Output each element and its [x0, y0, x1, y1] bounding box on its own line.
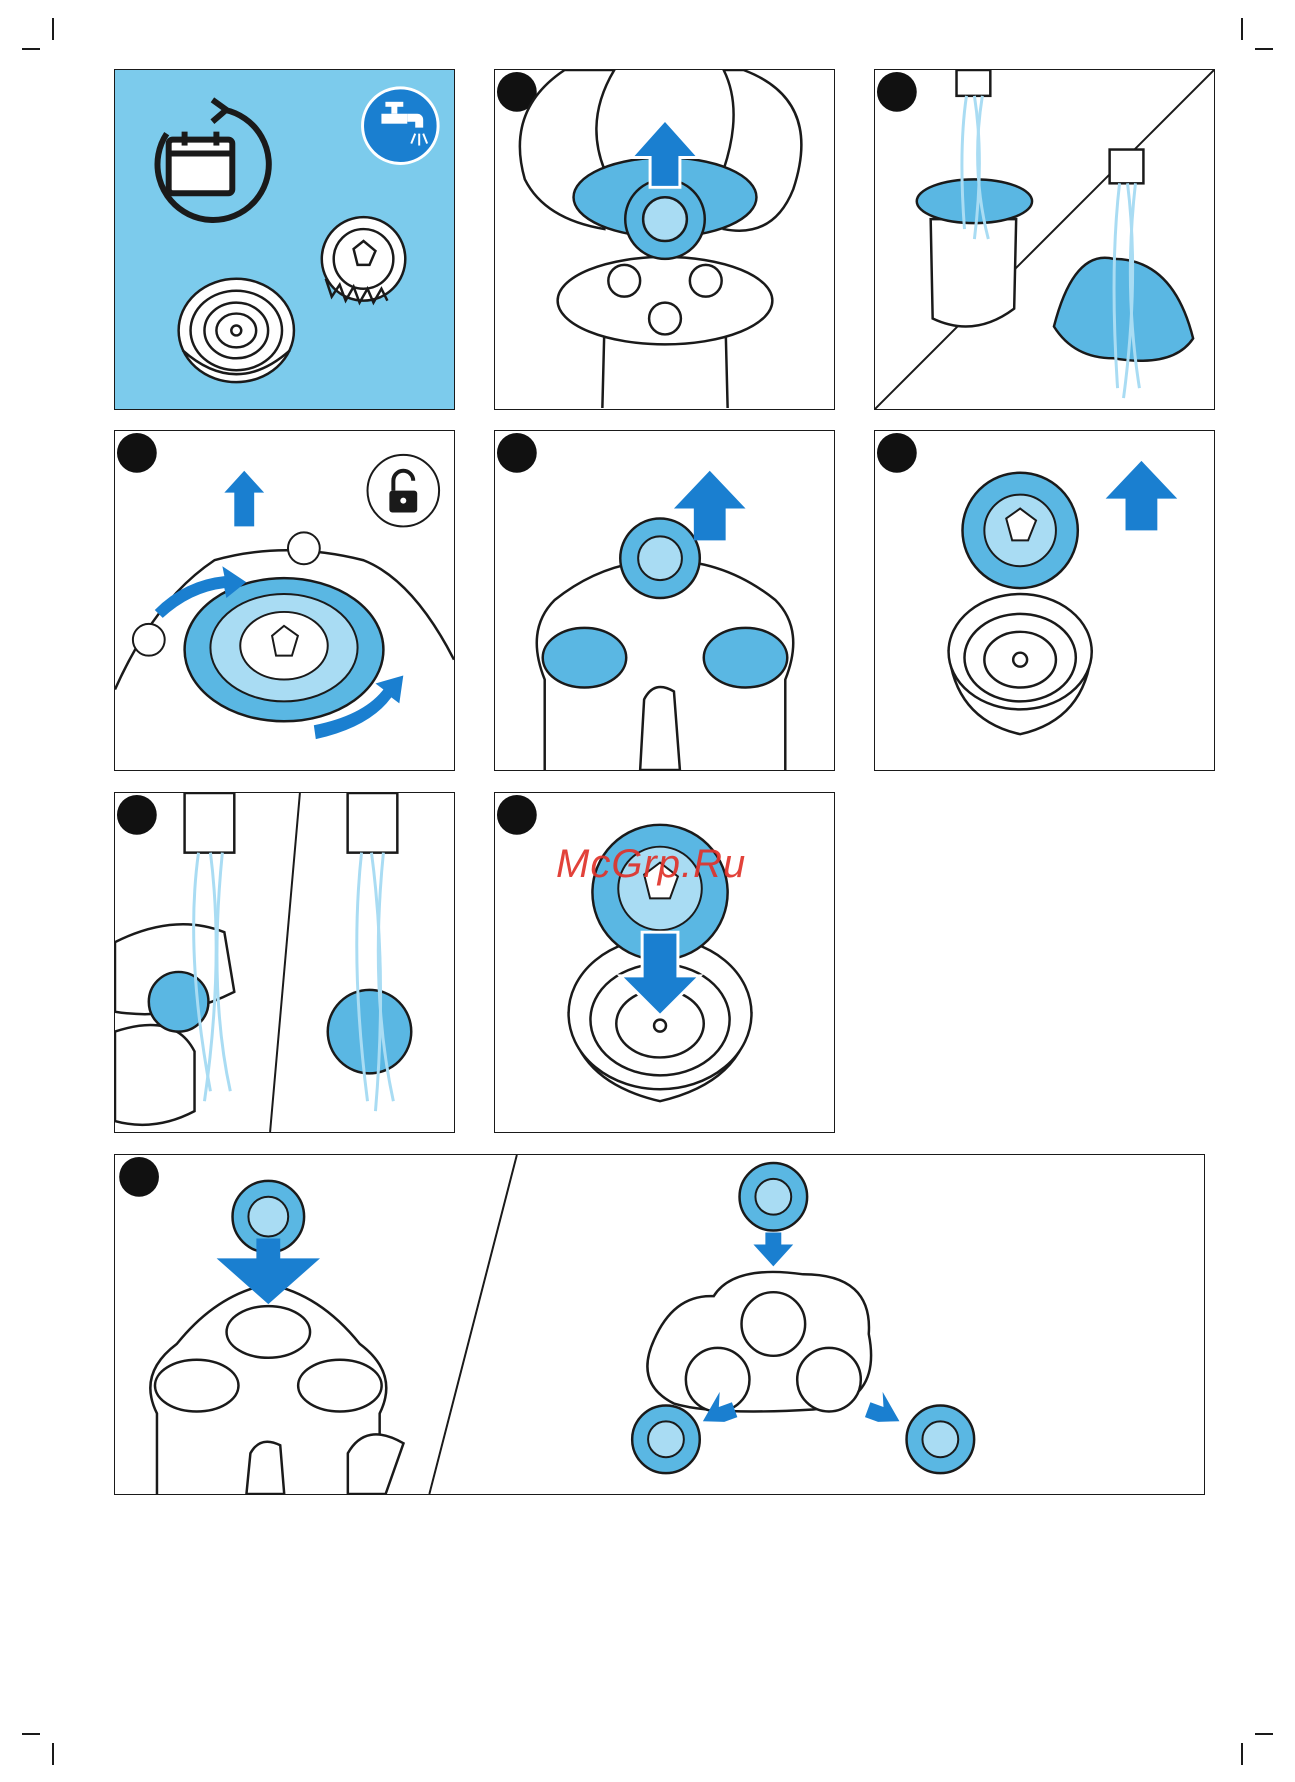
- calendar-refresh-icon: [157, 100, 268, 220]
- panel-separate-cutter: [874, 430, 1215, 771]
- crop-mark: [1241, 1743, 1243, 1765]
- panel-place-heads: [114, 1154, 1205, 1495]
- panel-intro: [114, 69, 455, 410]
- shaving-unit-top-view: [647, 1272, 871, 1412]
- step-bullet: [497, 795, 537, 835]
- step-7-illustration: [495, 793, 834, 1132]
- down-arrow-icon: [217, 1239, 320, 1305]
- step-bullet: [877, 433, 917, 473]
- step-bullet: [117, 433, 157, 473]
- crop-mark: [1255, 1733, 1273, 1735]
- step-2-illustration: [875, 70, 1214, 409]
- step-1-illustration: [495, 70, 834, 409]
- panel-unlock-retaining-frame: [114, 430, 455, 771]
- step-4-illustration: [495, 431, 834, 770]
- step-bullet: [119, 1157, 159, 1197]
- step-6-illustration: [115, 793, 454, 1132]
- up-arrow-icon: [1106, 461, 1178, 531]
- down-arrow-icon: [753, 1233, 793, 1267]
- crop-mark: [22, 1733, 40, 1735]
- step-5-illustration: [875, 431, 1214, 770]
- crop-mark: [22, 48, 40, 50]
- shaving-head-part: [740, 1163, 808, 1231]
- faucet-icon: [363, 88, 439, 164]
- intro-illustration: [115, 70, 454, 409]
- shaving-head-illustration: [179, 279, 294, 382]
- panel-remove-shaving-unit: [494, 69, 835, 410]
- panel-remove-shaving-head: [494, 430, 835, 771]
- step-bullet: [117, 795, 157, 835]
- shaving-head-part: [632, 1406, 700, 1474]
- insert-arrow-icon: [865, 1389, 907, 1429]
- panel-rinse-parts: [114, 792, 455, 1133]
- shaving-head-part: [907, 1406, 975, 1474]
- crop-mark: [1255, 48, 1273, 50]
- step-3-illustration: [115, 431, 454, 770]
- cutter-illustration: [322, 217, 406, 302]
- step-8-illustration: [115, 1155, 1204, 1494]
- step-bullet: [497, 433, 537, 473]
- panel-reinsert-cutter: [494, 792, 835, 1133]
- step-bullet: [877, 72, 917, 112]
- unlock-icon: [368, 455, 440, 527]
- crop-mark: [52, 18, 54, 40]
- crop-mark: [52, 1743, 54, 1765]
- panel-rinse-holder: [874, 69, 1215, 410]
- up-arrow-icon: [224, 471, 264, 527]
- crop-mark: [1241, 18, 1243, 40]
